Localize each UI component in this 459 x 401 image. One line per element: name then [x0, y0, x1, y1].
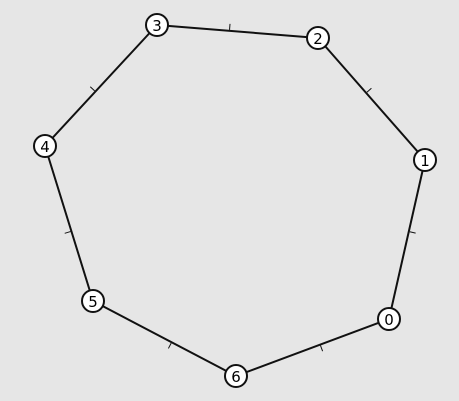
node-6: 6 — [224, 364, 248, 388]
node-label-3: 3 — [152, 17, 162, 35]
edge-tick-6-0 — [320, 345, 324, 352]
edge-1-2 — [317, 37, 426, 161]
node-label-0: 0 — [384, 311, 394, 329]
node-label-5: 5 — [88, 293, 98, 311]
node-circle-2 — [306, 26, 330, 50]
edge-tick-5-6 — [167, 342, 172, 349]
node-circle-6 — [224, 364, 248, 388]
node-2: 2 — [306, 26, 330, 50]
edge-4-5 — [44, 145, 94, 302]
edge-5-6 — [92, 300, 237, 377]
node-label-1: 1 — [420, 152, 430, 170]
node-3: 3 — [145, 13, 169, 37]
edge-tick-3-4 — [89, 86, 96, 92]
node-label-2: 2 — [313, 30, 323, 48]
edge-tick-4-5 — [64, 231, 71, 234]
node-label-6: 6 — [231, 368, 241, 386]
edge-0-1 — [388, 159, 426, 320]
nodes-layer: 0 1 2 3 4 5 6 — [33, 13, 437, 388]
node-4: 4 — [33, 134, 57, 158]
edge-6-0 — [235, 318, 390, 377]
node-5: 5 — [81, 289, 105, 313]
edge-tick-1-2 — [366, 87, 372, 93]
node-circle-0 — [377, 307, 401, 331]
edge-3-4 — [44, 24, 158, 147]
node-circle-3 — [145, 13, 169, 37]
node-circle-4 — [33, 134, 57, 158]
edge-2-3 — [156, 24, 319, 39]
node-circle-1 — [413, 148, 437, 172]
node-1: 1 — [413, 148, 437, 172]
node-circle-5 — [81, 289, 105, 313]
edges-layer — [44, 23, 426, 377]
edge-tick-0-1 — [409, 231, 416, 234]
node-label-4: 4 — [40, 138, 50, 156]
node-0: 0 — [377, 307, 401, 331]
